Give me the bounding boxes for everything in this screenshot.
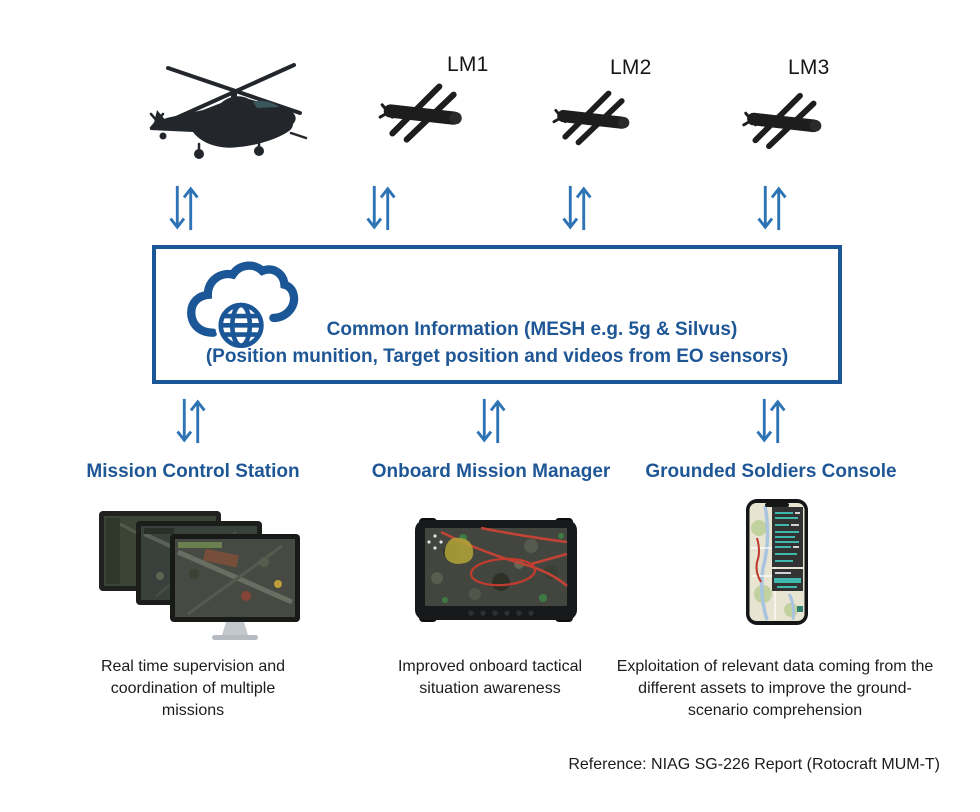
- description-mission-control: Real time supervision and coordination o…: [100, 658, 286, 719]
- updown-arrow-icon: [176, 397, 206, 445]
- updown-arrow-icon: [562, 184, 592, 232]
- helicopter-image: [149, 63, 308, 159]
- monitors-image: [99, 511, 300, 640]
- lm2-label: LM2: [610, 56, 652, 79]
- drone-lm3-image: [742, 92, 822, 150]
- lm1-label: LM1: [447, 53, 489, 76]
- station-title-onboard-manager: Onboard Mission Manager: [371, 461, 611, 482]
- description-onboard-manager: Improved onboard tactical situation awar…: [397, 658, 583, 697]
- hub-text: Common Information (MESH e.g. 5g & Silvu…: [156, 316, 838, 370]
- description-soldiers-console: Exploitation of relevant data coming fro…: [616, 658, 934, 719]
- phone-image: [746, 499, 808, 625]
- reference-text: Reference: NIAG SG-226 Report (Rotocraft…: [568, 756, 940, 773]
- updown-arrow-icon: [476, 397, 506, 445]
- station-title-mission-control: Mission Control Station: [86, 461, 300, 482]
- updown-arrow-icon: [366, 184, 396, 232]
- station-title-soldiers-console: Grounded Soldiers Console: [645, 461, 897, 482]
- lm3-label: LM3: [788, 56, 830, 79]
- tablet-image: [415, 518, 577, 622]
- drone-lm2-image: [552, 90, 630, 146]
- updown-arrow-icon: [757, 184, 787, 232]
- cloud-network-icon: [187, 261, 299, 352]
- drone-lm1-image: [378, 83, 462, 143]
- updown-arrow-icon: [169, 184, 199, 232]
- hub-line1: Common Information (MESH e.g. 5g & Silvu…: [326, 319, 738, 340]
- hub-line2: (Position munition, Target position and …: [205, 346, 789, 367]
- common-information-hub: Common Information (MESH e.g. 5g & Silvu…: [152, 245, 842, 384]
- updown-arrow-icon: [756, 397, 786, 445]
